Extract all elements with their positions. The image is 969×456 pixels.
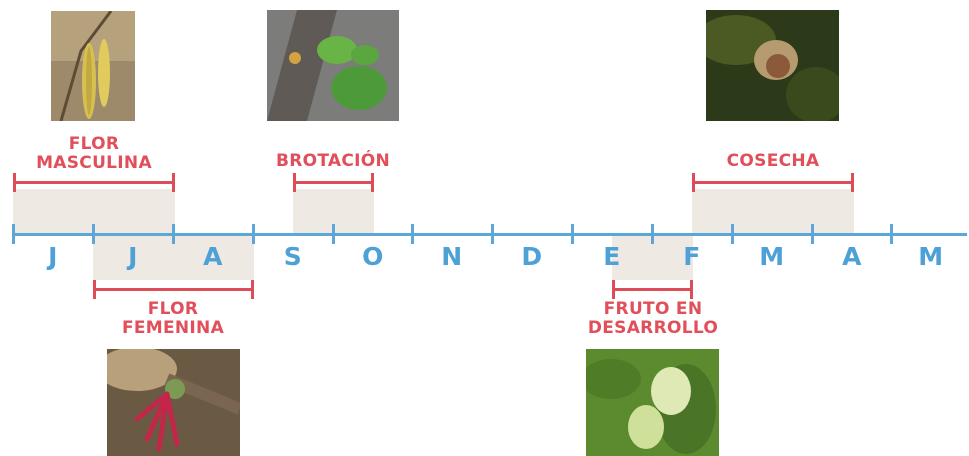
tick xyxy=(332,224,335,244)
cosecha-bar xyxy=(692,181,854,184)
month-label: S xyxy=(253,243,333,271)
cosecha-shade xyxy=(692,189,854,233)
month-label: A xyxy=(812,243,892,271)
fruto-label: FRUTO EN DESARROLLO xyxy=(583,300,723,338)
month-label: O xyxy=(333,243,413,271)
month-label: D xyxy=(492,243,572,271)
label-line: MASCULINA xyxy=(34,154,154,173)
month-label: M xyxy=(732,243,812,271)
catkin-photo xyxy=(51,11,135,121)
label-line: FRUTO EN xyxy=(583,300,723,319)
month-label: J xyxy=(93,243,173,271)
brotacion-label: BROTACIÓN xyxy=(263,152,403,171)
label-line: FEMENINA xyxy=(113,319,233,338)
flor-masculina-bar xyxy=(13,181,175,184)
tick xyxy=(571,224,574,244)
label-line: FLOR xyxy=(113,300,233,319)
developing-fruit-photo xyxy=(586,349,719,456)
leaf-sprout-photo xyxy=(267,10,399,121)
tick xyxy=(252,224,255,244)
ripe-hazelnut-photo xyxy=(706,10,839,121)
flor-femenina-label: FLOR FEMENINA xyxy=(113,300,233,338)
tick xyxy=(811,224,814,244)
timeline-axis xyxy=(12,233,967,236)
tick xyxy=(12,224,15,244)
tick xyxy=(92,224,95,244)
month-label: J xyxy=(13,243,93,271)
brotacion-bar xyxy=(293,181,374,184)
label-line: DESARROLLO xyxy=(583,319,723,338)
month-label: N xyxy=(412,243,492,271)
flor-masculina-label: FLOR MASCULINA xyxy=(34,135,154,173)
tick xyxy=(651,224,654,244)
fruto-bar xyxy=(612,288,693,291)
month-label: A xyxy=(173,243,253,271)
label-line: FLOR xyxy=(34,135,154,154)
month-label: M xyxy=(891,243,969,271)
tick xyxy=(411,224,414,244)
month-label: E xyxy=(572,243,652,271)
tick xyxy=(491,224,494,244)
female-flower-photo xyxy=(107,349,240,456)
cosecha-label: COSECHA xyxy=(713,152,833,171)
flor-femenina-bar xyxy=(93,288,254,291)
tick xyxy=(172,224,175,244)
tick xyxy=(890,224,893,244)
month-label: F xyxy=(652,243,732,271)
tick xyxy=(731,224,734,244)
